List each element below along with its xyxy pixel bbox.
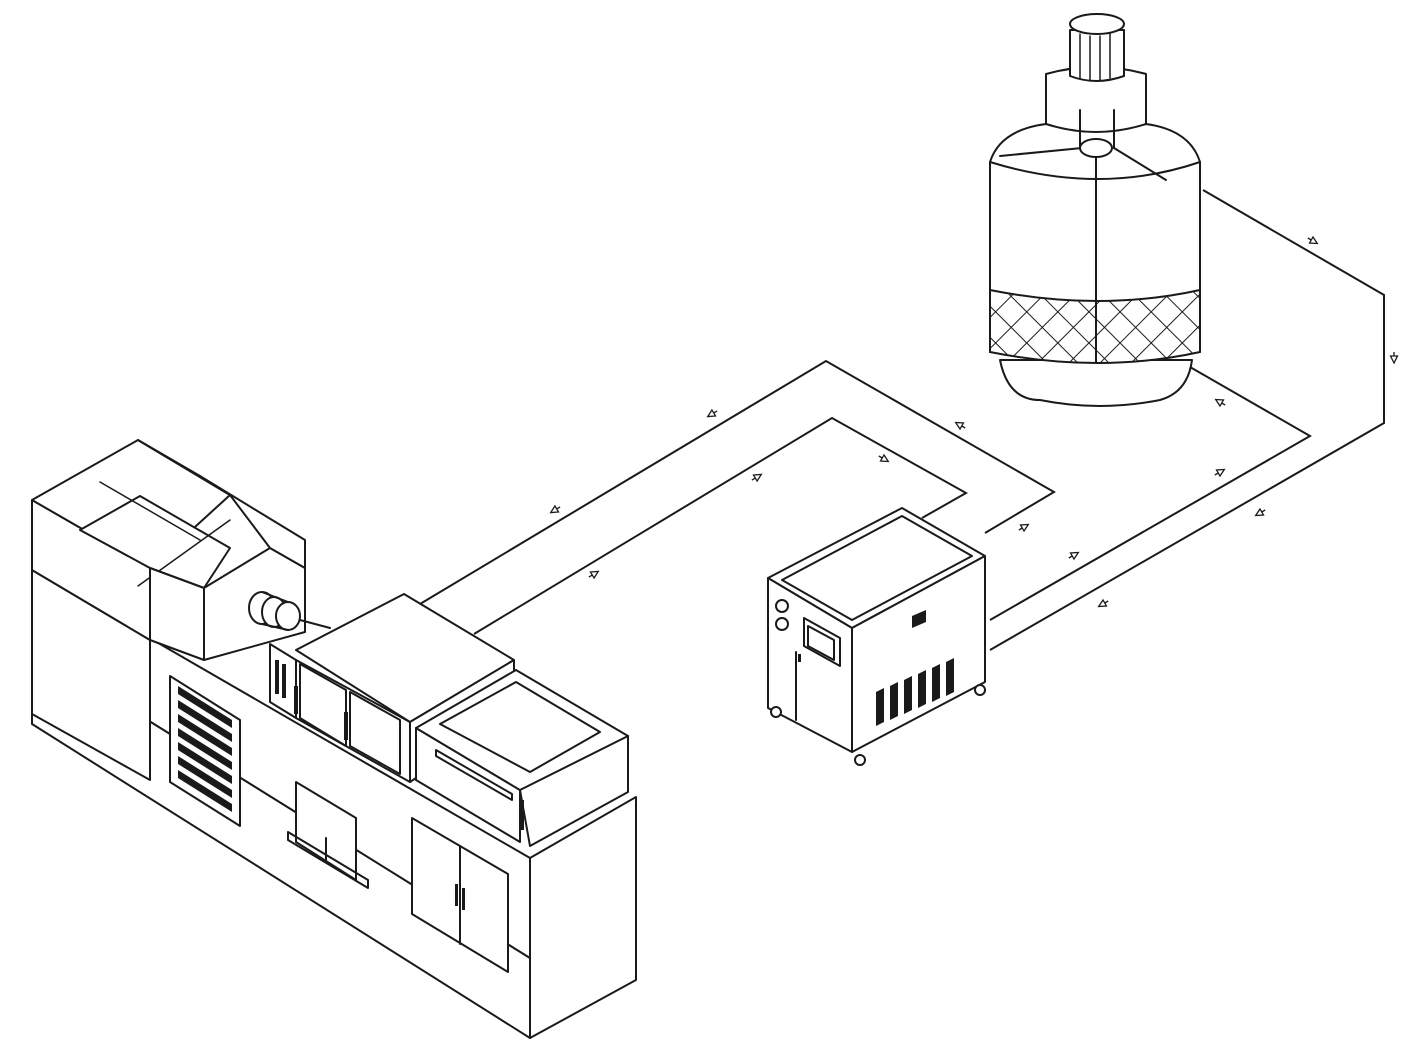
chiller-tower-inner-loop xyxy=(989,366,1313,621)
chiller-tower-outer-loop xyxy=(989,189,1385,651)
machine-chiller-inner-loop xyxy=(473,416,969,635)
motor-nozzle xyxy=(248,591,331,631)
machine-chiller-outer-loop xyxy=(419,359,1056,605)
vent-slats xyxy=(178,686,232,812)
water-chiller-icon xyxy=(767,507,986,766)
cooling-tower-icon xyxy=(989,13,1201,407)
pipe-network xyxy=(419,189,1399,651)
injection-molding-machine-icon xyxy=(31,439,637,1039)
chiller-vents xyxy=(876,658,954,726)
